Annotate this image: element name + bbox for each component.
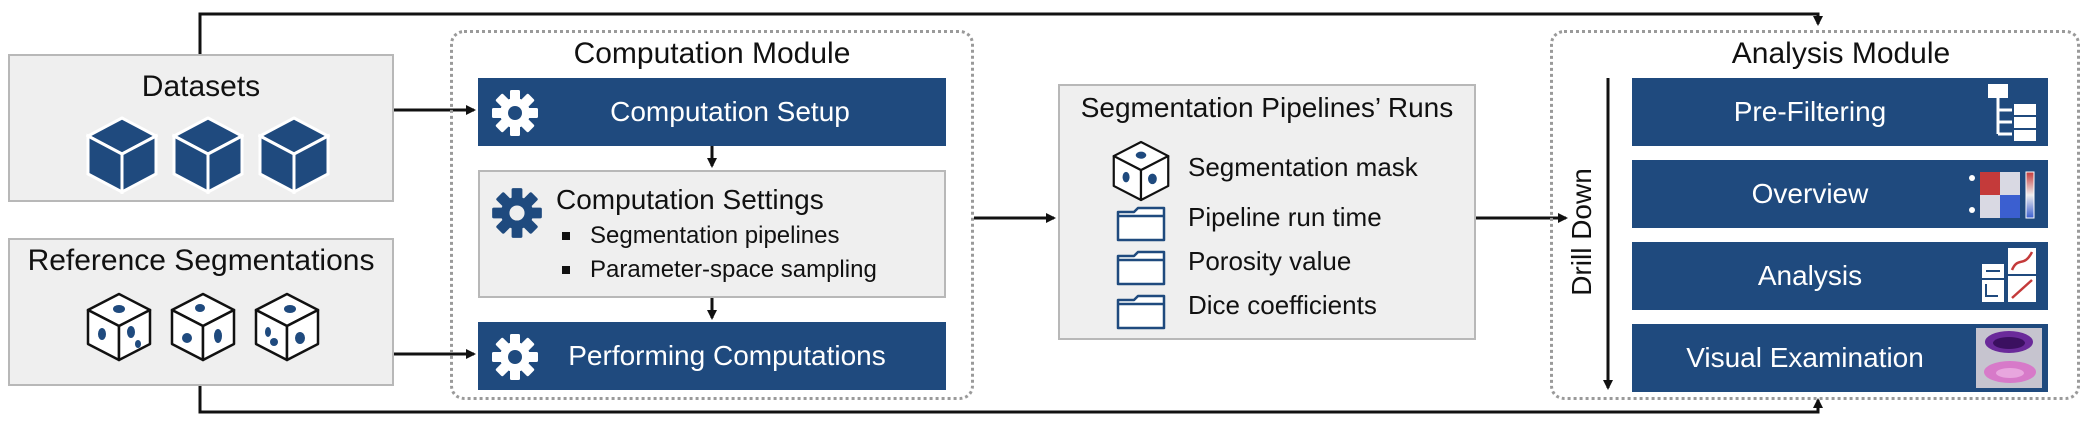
settings-item-pipelines: Segmentation pipelines [590,222,840,249]
performing-computations-label: Performing Computations [568,340,886,371]
cube-with-blobs-icon [1112,140,1170,202]
folder-icon [1116,206,1166,242]
drill-down-label: Drill Down [1566,168,1597,296]
reference-panel: Reference Segmentations [8,238,394,386]
reference-title: Reference Segmentations [27,244,375,277]
overview-label: Overview [1751,178,1869,209]
computation-module: Computation Module [450,30,974,400]
computation-module-title: Computation Module [573,37,851,70]
cube-icon [258,116,330,194]
tree-icon [1988,84,2036,141]
cube-icon [172,116,244,194]
performing-computations-button[interactable]: Performing Computations [478,322,946,390]
pipelines-item-porosity: Porosity value [1188,246,1352,276]
folder-icon [1116,250,1166,286]
computation-setup-label: Computation Setup [610,96,850,127]
pipelines-panel: Segmentation Pipelines’ Runs Segmentatio… [1058,84,1476,340]
analysis-item-overview[interactable]: Overview [1632,160,2048,228]
gear-icon [492,188,542,238]
datasets-panel: Datasets [8,54,394,202]
image-thumbnail-icon [1976,328,2042,388]
computation-setup-button[interactable]: Computation Setup [478,78,946,146]
settings-bullet [562,232,570,240]
analysis-item-visual-examination[interactable]: Visual Examination [1632,324,2048,392]
analysis-label: Analysis [1757,260,1863,291]
computation-settings-title: Computation Settings [556,184,824,215]
analysis-item-prefiltering[interactable]: Pre-Filtering [1632,78,2048,146]
pipelines-title: Segmentation Pipelines’ Runs [1080,92,1454,123]
cube-icon [86,116,158,194]
gear-icon [492,334,538,380]
analysis-item-analysis[interactable]: Analysis [1632,242,2048,310]
cube-with-blobs-icon [86,292,152,362]
folder-icon [1116,294,1166,330]
cube-with-blobs-icon [170,292,236,362]
pipelines-item-dice: Dice coefficients [1188,290,1377,320]
settings-bullet [562,266,570,274]
analysis-module: Analysis Module [1550,30,2080,400]
scatter-icon [1982,248,2036,302]
datasets-title: Datasets [141,70,261,103]
cube-with-blobs-icon [254,292,320,362]
pipelines-item-runtime: Pipeline run time [1188,202,1382,232]
gear-icon [492,90,538,136]
settings-item-sampling: Parameter-space sampling [590,256,877,283]
prefiltering-label: Pre-Filtering [1733,96,1887,127]
heatmap-icon [1969,171,2035,219]
computation-settings-panel: Computation Settings Segmentation pipeli… [478,170,946,298]
top-loop-arrow [198,12,1823,54]
visual-examination-label: Visual Examination [1686,342,1924,373]
analysis-module-title: Analysis Module [1731,37,1951,70]
pipelines-item-mask: Segmentation mask [1188,152,1418,182]
